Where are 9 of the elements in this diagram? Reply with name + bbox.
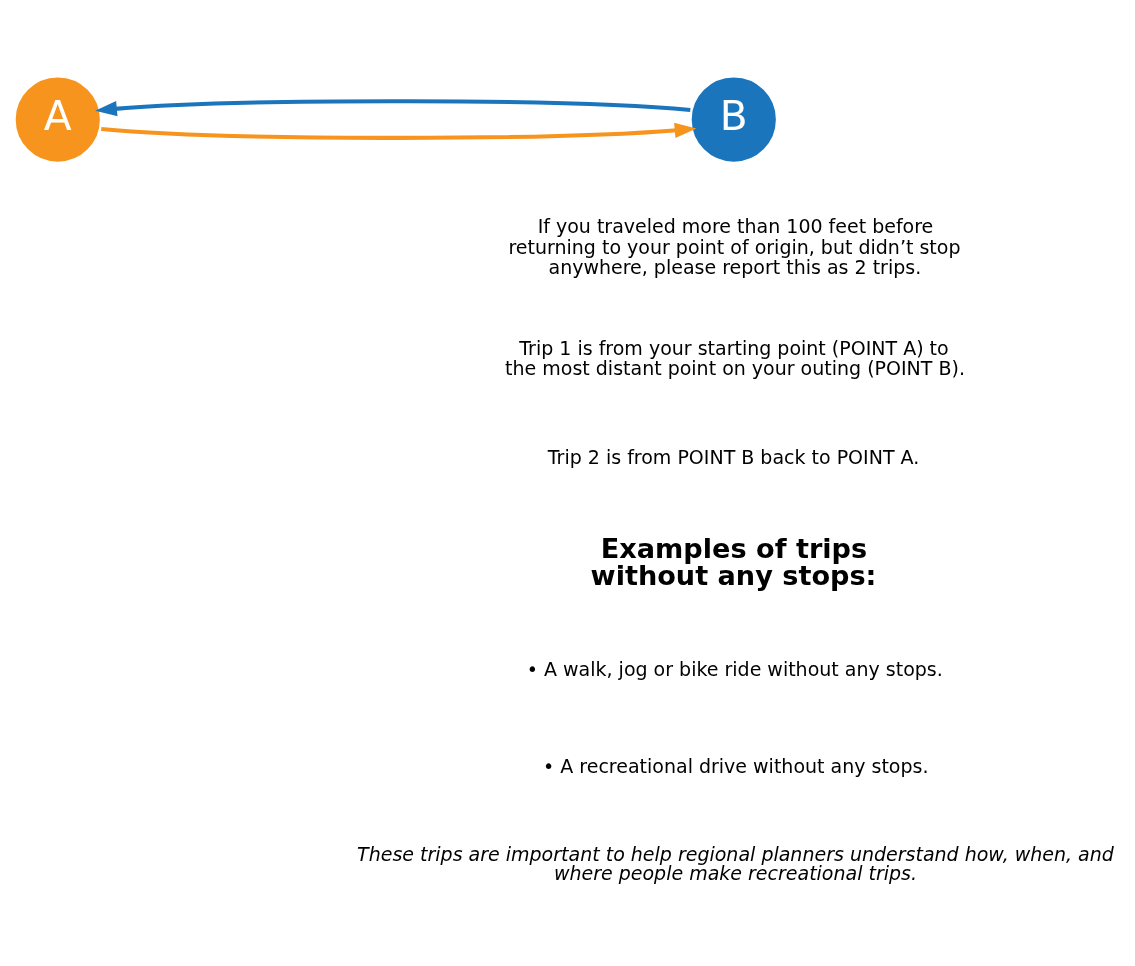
arrow: [101, 122, 697, 140]
label: Trip 2 is from POINT B back to POINT A.: [547, 445, 920, 468]
label: • A recreational drive without any stops.: [543, 755, 929, 778]
label: If you traveled more than 100 feet before returning to your point of origin, but didn’t stop anywhere, please report this as 2 trips.: [508, 215, 961, 278]
arrow: [95, 99, 691, 117]
label: • A walk, jog or bike ride without any stops.: [526, 657, 943, 680]
label: Examples of trips without any stops:: [590, 533, 877, 592]
label: These trips are important to help regional planners understand how, when, and where people make recreational trips.: [357, 842, 1114, 884]
label: Trip 1 is from your starting point (POINT A) to the most distant point on your outing (POINT B).: [505, 336, 965, 380]
